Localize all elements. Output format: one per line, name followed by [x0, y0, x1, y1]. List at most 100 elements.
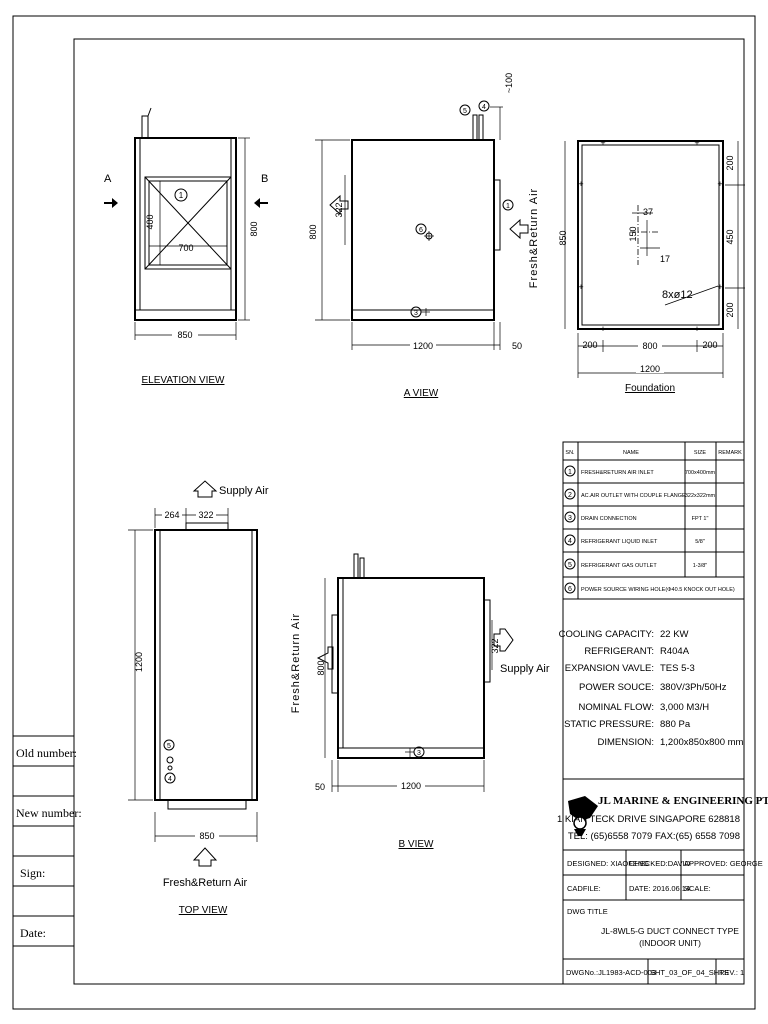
table-row: 2 AC.AIR OUTLET WITH COUPLE FLANGE 322x3…	[564, 488, 716, 500]
side-block: Old number: New number: Sign: Date:	[13, 735, 82, 947]
a-view: 5 4 ~100 6 322 800 1 Fresh&Return Air 3	[308, 73, 540, 399]
svg-text:5/8": 5/8"	[695, 539, 705, 545]
spec-label: DIMENSION:	[598, 737, 654, 748]
top-dim-850: 850	[199, 831, 214, 841]
foundation-view: + + + + + + + + 37 150 17 8xø12 850 200 …	[558, 138, 745, 394]
b-dim-50: 50	[315, 782, 325, 792]
svg-text:DRAIN CONNECTION: DRAIN CONNECTION	[581, 516, 637, 522]
svg-text:REFRIGERANT GAS OUTLET: REFRIGERANT GAS OUTLET	[581, 563, 657, 569]
top-dim-264: 264	[164, 510, 179, 520]
svg-text:+: +	[600, 138, 605, 148]
foundation-title: Foundation	[625, 383, 675, 394]
spec-label: NOMINAL FLOW:	[579, 702, 654, 713]
a-dim-50: 50	[512, 341, 522, 351]
a-fresh-return-label: Fresh&Return Air	[528, 188, 540, 288]
top-fresh-return: Fresh&Return Air	[163, 877, 248, 889]
company-address: 1 KIAN TECK DRIVE SINGAPORE 628818	[557, 814, 740, 825]
spec-value: 3,000 M3/H	[660, 702, 709, 713]
company-contact: TEL: (65)6558 7079 FAX:(65) 6558 7098	[568, 831, 740, 842]
dwg-title-line-1: JL-8WL5-G DUCT CONNECT TYPE	[601, 926, 739, 936]
a-dim-800: 800	[308, 224, 318, 239]
found-dim-200-left: 200	[582, 340, 597, 350]
outer-border	[12, 15, 756, 1010]
elev-label-a: A	[104, 173, 112, 185]
b-dim-800: 800	[316, 660, 326, 675]
svg-text:+: +	[600, 324, 605, 334]
svg-text:2: 2	[568, 492, 572, 499]
svg-text:AC.AIR OUTLET WITH COUPLE FLAN: AC.AIR OUTLET WITH COUPLE FLANGE	[581, 493, 686, 499]
elev-tag-1: 1	[179, 191, 184, 200]
table-row: 3 DRAIN CONNECTION FPT 1"	[564, 511, 708, 523]
col-size: SIZE	[694, 450, 707, 456]
col-sn: SN.	[565, 450, 575, 456]
spec-label: EXPANSION VAVLE:	[565, 663, 654, 674]
elev-dim-850: 850	[177, 330, 192, 340]
spec-value: 1,200x850x800 mm	[660, 737, 744, 748]
top-view-title: TOP VIEW	[179, 905, 228, 916]
b-view: Fresh&Return Air 322 Supply Air 800 3 50…	[290, 553, 550, 850]
a-tag-5: 5	[463, 108, 467, 115]
company-name: JL MARINE & ENGINEERING PTE LTD	[598, 795, 768, 807]
company-logo-icon	[568, 796, 598, 836]
col-remark: REMARK	[718, 450, 742, 456]
svg-text:REFRIGERANT LIQUID INLET: REFRIGERANT LIQUID INLET	[581, 539, 658, 545]
company-block: JL MARINE & ENGINEERING PTE LTD 1 KIAN T…	[557, 795, 768, 842]
a-dim-1200: 1200	[413, 341, 433, 351]
a-view-title: A VIEW	[404, 388, 439, 399]
table-row: 4 REFRIGERANT LIQUID INLET 5/8"	[564, 534, 705, 546]
found-holes: 8xø12	[662, 289, 693, 301]
elev-dim-800: 800	[249, 221, 259, 236]
b-supply-air: Supply Air	[500, 663, 550, 675]
top-tag-4: 4	[168, 776, 172, 783]
b-fresh-return: Fresh&Return Air	[290, 613, 302, 713]
a-dim-100: ~100	[504, 73, 514, 93]
revision: REV.: 1	[719, 968, 744, 977]
dwg-title-line-2: (INDOOR UNIT)	[639, 938, 701, 948]
dwg-title-label: DWG TITLE	[567, 907, 608, 916]
spec-label: COOLING CAPACITY:	[559, 629, 654, 640]
svg-text:1: 1	[568, 469, 572, 476]
elev-label-b: B	[261, 173, 268, 185]
dwg-number: DWGNo.:JL1983-ACD-003	[566, 968, 656, 977]
date-label: Date:	[20, 926, 46, 940]
found-dim-150: 150	[628, 226, 638, 241]
svg-text:3: 3	[568, 515, 572, 522]
elevation-view-title: ELEVATION VIEW	[142, 375, 226, 386]
a-tag-4: 4	[482, 104, 486, 111]
a-tag-3: 3	[414, 310, 418, 317]
svg-text:1-3/8": 1-3/8"	[693, 563, 708, 569]
spec-label: REFRIGERANT:	[584, 646, 654, 657]
sheet-number: SHT_03_OF_04_SHTS	[650, 968, 729, 977]
svg-text:5: 5	[568, 562, 572, 569]
cadfile: CADFILE:	[567, 884, 601, 893]
svg-text:+: +	[694, 324, 699, 334]
spec-value: R404A	[660, 646, 690, 657]
elevation-view: 1 700 400 A B 800 850 ELEVATION VIEW	[104, 107, 268, 386]
found-dim-200-right: 200	[702, 340, 717, 350]
found-dim-800: 800	[642, 341, 657, 351]
svg-text:+: +	[717, 179, 722, 189]
svg-text:+: +	[694, 138, 699, 148]
col-name: NAME	[623, 450, 639, 456]
specs-block: COOLING CAPACITY: 22 KW REFRIGERANT: R40…	[559, 599, 744, 984]
svg-text:+: +	[717, 282, 722, 292]
table-row: 5 REFRIGERANT GAS OUTLET 1-3/8"	[564, 558, 708, 570]
table-row: 1 FRESH&RETURN AIR INLET 700x400mm	[564, 465, 716, 477]
spec-value: 22 KW	[660, 629, 689, 640]
svg-text:+: +	[578, 179, 583, 189]
found-dim-17: 17	[660, 254, 670, 264]
table-row: 6 POWER SOURCE WIRING HOLE(Φ40.5 KNOCK O…	[564, 582, 735, 594]
svg-text:6: 6	[568, 586, 572, 593]
b-tag-3: 3	[417, 750, 421, 757]
spec-value: TES 5-3	[660, 663, 695, 674]
b-dim-1200: 1200	[401, 781, 421, 791]
a-tag-6: 6	[419, 227, 423, 234]
elev-dim-700: 700	[178, 243, 193, 253]
found-dim-450: 450	[725, 229, 735, 244]
approved-by: APPROVED: GEORGE	[684, 859, 763, 868]
svg-text:4: 4	[568, 538, 572, 545]
found-dim-200-top: 200	[725, 155, 735, 170]
top-dim-322: 322	[198, 510, 213, 520]
elev-dim-400: 400	[145, 214, 155, 229]
